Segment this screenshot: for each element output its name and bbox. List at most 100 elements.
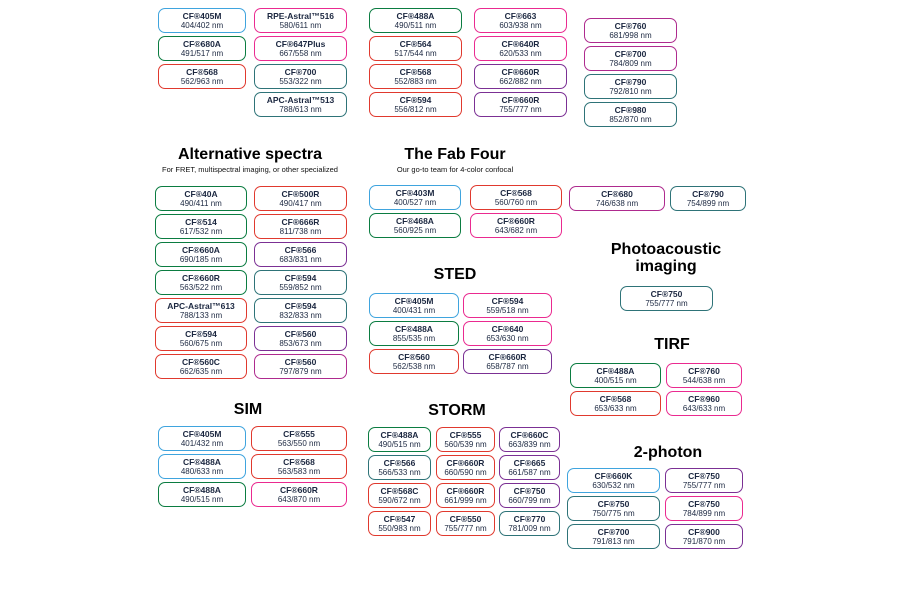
dye-name: CF®980 xyxy=(614,105,647,115)
dye-wavelengths: 544/638 nm xyxy=(682,376,726,385)
dye-wavelengths: 643/870 nm xyxy=(277,495,321,504)
dye-name: CF®488A xyxy=(395,324,433,334)
dye-name: CF®405M xyxy=(182,11,222,21)
dye-name: CF®760 xyxy=(614,21,647,31)
dye-name: CF®660R xyxy=(501,67,540,77)
dye-name: CF®568 xyxy=(599,394,632,404)
dye-name: CF®594 xyxy=(284,301,317,311)
dye-name: CF®647Plus xyxy=(275,39,326,49)
dye-wavelengths: 755/777 nm xyxy=(499,105,542,114)
section-header-2-photon: 2-photon xyxy=(578,444,758,461)
section-subtitle: Our go-to team for 4-color confocal xyxy=(396,165,514,174)
dye-name: CF®488A xyxy=(380,430,419,440)
dye-wavelengths: 832/833 nm xyxy=(279,311,322,320)
dye-name: CF®770 xyxy=(513,514,546,524)
dye-wavelengths: 852/870 nm xyxy=(609,115,652,124)
dye-wavelengths: 811/738 nm xyxy=(279,227,322,236)
dye-name: CF®560C xyxy=(182,357,220,367)
section-header-fab-four: The Fab Four Our go-to team for 4-color … xyxy=(355,146,555,174)
dye-name: CF®594 xyxy=(284,273,317,283)
dye-wavelengths: 667/558 nm xyxy=(279,49,322,58)
dye-wavelengths: 781/009 nm xyxy=(508,524,551,533)
dye-name: CF®660R xyxy=(501,95,540,105)
dye-wavelengths: 491/517 nm xyxy=(180,49,224,58)
dye-wavelengths: 643/682 nm xyxy=(494,226,538,235)
section-header-tirf: TIRF xyxy=(582,336,762,353)
dye-wavelengths: 853/673 nm xyxy=(279,339,322,348)
dye-name: CF®750 xyxy=(688,471,720,481)
section-header-sted: STED xyxy=(365,266,545,283)
dye-name: CF®568 xyxy=(186,67,218,77)
dye-name: CF®405M xyxy=(394,296,434,306)
dye-wavelengths: 663/839 nm xyxy=(508,440,551,449)
dye-name: CF®566 xyxy=(284,245,317,255)
dye-name: CF®700 xyxy=(614,49,647,59)
dye-name: CF®488A xyxy=(596,366,635,376)
dye-name: APC-Astral™513 xyxy=(266,95,335,105)
dye-wavelengths: 560/675 nm xyxy=(179,339,223,348)
dye-wavelengths: 562/538 nm xyxy=(392,362,436,371)
dye-wavelengths: 653/630 nm xyxy=(486,334,529,343)
section-title: STORM xyxy=(428,402,486,419)
dye-wavelengths: 643/633 nm xyxy=(682,404,726,413)
dye-name: CF®680 xyxy=(601,189,633,199)
dye-name: CF®663 xyxy=(504,11,537,21)
dye-name: CF®468A xyxy=(396,216,434,226)
dye-wavelengths: 560/925 nm xyxy=(393,226,437,235)
dye-wavelengths: 401/432 nm xyxy=(180,439,224,448)
section-header-storm: STORM xyxy=(367,402,547,419)
dye-name: CF®560 xyxy=(398,352,430,362)
dye-name: CF®640R xyxy=(501,39,540,49)
dye-wavelengths: 658/787 nm xyxy=(486,362,529,371)
dye-wavelengths: 784/809 nm xyxy=(609,59,652,68)
dye-name: CF®660R xyxy=(488,352,527,362)
dye-name: CF®403M xyxy=(395,188,435,198)
dye-wavelengths: 792/810 nm xyxy=(609,87,652,96)
dye-name: CF®560 xyxy=(284,357,317,367)
section-title: 2-photon xyxy=(633,444,703,461)
dye-wavelengths: 681/998 nm xyxy=(609,31,652,40)
dye-name: CF®555 xyxy=(449,430,482,440)
